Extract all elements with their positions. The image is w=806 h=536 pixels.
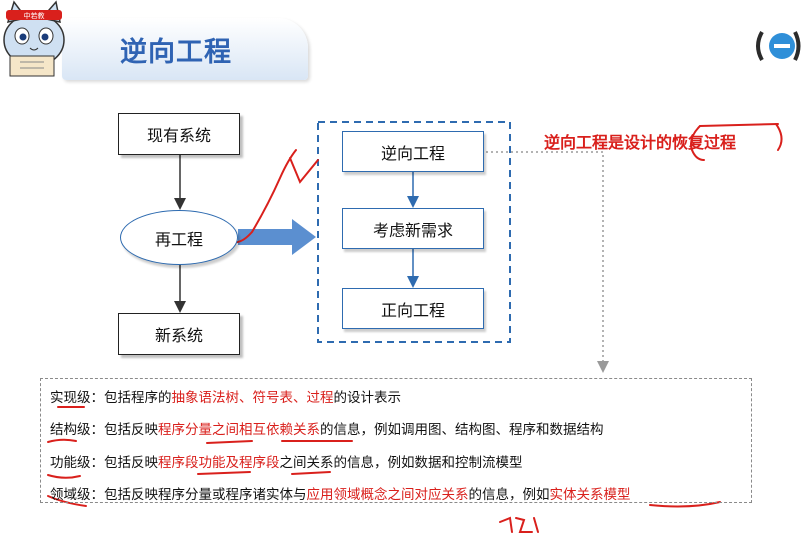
level-implementation: 实现级：包括程序的抽象语法树、符号表、过程的设计表示 bbox=[50, 386, 401, 406]
reengineering-ellipse: 再工程 bbox=[120, 210, 238, 265]
forward-engineering-label: 正向工程 bbox=[381, 297, 445, 321]
existing-system-label: 现有系统 bbox=[147, 122, 211, 146]
level-domain: 领域级：包括反映程序分量或程序诸实体与应用领域概念之间对应关系的信息，例如实体关… bbox=[50, 483, 631, 503]
new-requirements-box: 考虑新需求 bbox=[342, 208, 484, 249]
level-function: 功能级：包括反映程序段功能及程序段之间关系的信息，例如数据和控制流模型 bbox=[50, 451, 523, 471]
new-system-label: 新系统 bbox=[155, 322, 203, 346]
new-system-box: 新系统 bbox=[118, 313, 240, 355]
reverse-engineering-note: 逆向工程是设计的恢复过程 bbox=[544, 129, 736, 153]
reverse-engineering-label: 逆向工程 bbox=[381, 140, 445, 164]
reverse-engineering-box: 逆向工程 bbox=[342, 131, 484, 172]
forward-engineering-box: 正向工程 bbox=[342, 288, 484, 329]
level-structure: 结构级：包括反映程序分量之间相互依赖关系的信息，例如调用图、结构图、程序和数据结… bbox=[50, 418, 604, 438]
big-blue-arrow bbox=[238, 219, 316, 255]
reengineering-label: 再工程 bbox=[155, 226, 203, 250]
new-requirements-label: 考虑新需求 bbox=[373, 217, 453, 241]
dotted-connector bbox=[486, 152, 603, 370]
existing-system-box: 现有系统 bbox=[118, 113, 240, 155]
